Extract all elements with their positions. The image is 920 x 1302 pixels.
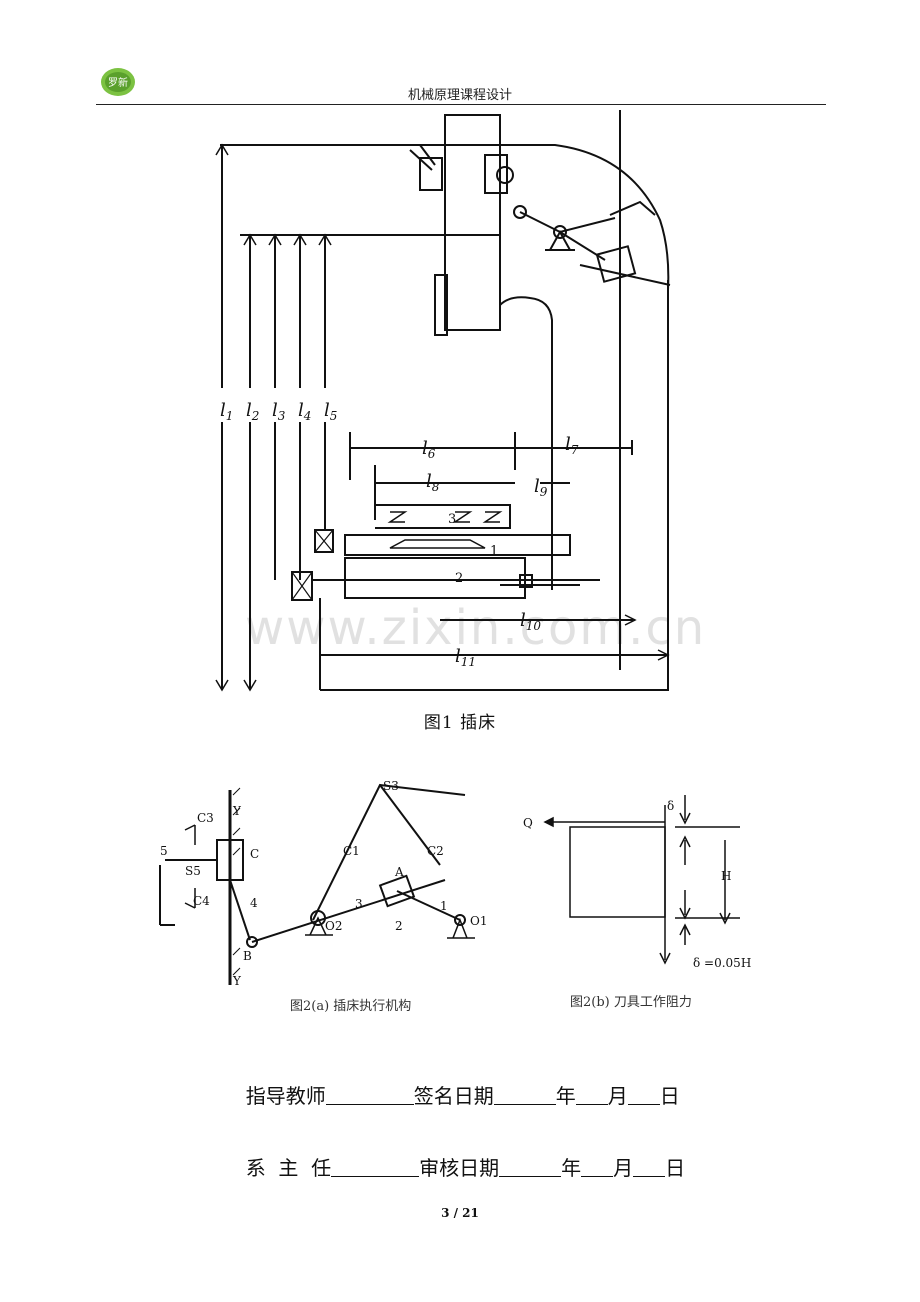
svg-text:3: 3: [355, 897, 363, 911]
header-divider: [96, 104, 826, 105]
svg-text:l7: l7: [565, 434, 579, 457]
svg-text:l4: l4: [298, 400, 311, 423]
figure-2a-caption: 图2(a) 插床执行机构: [290, 999, 412, 1014]
svg-text:Y: Y: [232, 974, 242, 988]
dept-head-blank: [331, 1158, 420, 1177]
signature-row-department-head: 系 主 任 审核日期 年 月 日: [233, 1128, 685, 1181]
svg-text:3: 3: [448, 512, 456, 527]
svg-text:H: H: [721, 869, 731, 883]
logo-text: 罗新: [108, 76, 128, 89]
svg-text:C3: C3: [197, 811, 214, 825]
sign-date-label: 签名日期: [413, 1084, 494, 1108]
svg-text:4: 4: [250, 896, 258, 910]
advisor-label: 指导教师: [245, 1084, 326, 1108]
month-label: 月: [613, 1156, 634, 1180]
svg-text:C: C: [250, 847, 259, 861]
svg-text:l3: l3: [272, 400, 286, 423]
page-number: 3 / 21: [441, 1206, 479, 1220]
figure-2b-cutting-resistance: Q δ H δ =0.05H: [515, 785, 785, 975]
day-label: 日: [659, 1084, 680, 1108]
svg-text:Y: Y: [232, 804, 242, 818]
svg-text:l10: l10: [520, 610, 541, 633]
svg-text:l9: l9: [534, 476, 548, 499]
figure-1-slotting-machine: l1 l2 l3 l4 l5 l6 l7 l8 l9 l10 l11 3 1 2: [200, 110, 700, 710]
figure-1-caption: 图1 插床: [423, 713, 497, 733]
figure-2b-caption: 图2(b) 刀具工作阻力: [570, 995, 692, 1010]
month-label: 月: [607, 1084, 628, 1108]
svg-text:A: A: [394, 865, 404, 879]
svg-text:l6: l6: [422, 438, 436, 461]
svg-text:1: 1: [490, 544, 498, 559]
dept-head-label: 系 主 任: [245, 1156, 332, 1180]
svg-text:δ =0.05H: δ =0.05H: [693, 956, 751, 970]
svg-text:δ: δ: [667, 799, 674, 813]
svg-text:1: 1: [440, 899, 448, 913]
svg-text:l2: l2: [246, 400, 259, 423]
signature-row-advisor: 指导教师 签名日期 年 月 日: [233, 1056, 680, 1109]
svg-text:S5: S5: [185, 864, 201, 878]
figure-2a-mechanism: S3 C1 C2 C3 C4 C S5 5 4 3 2 1 A O1 O2 B …: [155, 770, 515, 995]
svg-text:C4: C4: [193, 894, 210, 908]
svg-text:O1: O1: [470, 914, 487, 928]
svg-text:B: B: [243, 949, 252, 963]
svg-text:C2: C2: [427, 844, 444, 858]
day-label: 日: [665, 1156, 686, 1180]
page-header-title: 机械原理课程设计: [407, 88, 512, 103]
svg-text:S3: S3: [383, 779, 399, 793]
day-blank: [633, 1158, 666, 1177]
logo: 罗新: [100, 66, 136, 98]
month-blank: [581, 1158, 614, 1177]
svg-text:Q: Q: [523, 816, 533, 830]
svg-text:2: 2: [455, 571, 463, 586]
svg-text:C1: C1: [343, 844, 360, 858]
year-label: 年: [555, 1084, 576, 1108]
review-date-label: 审核日期: [419, 1156, 500, 1180]
svg-text:l8: l8: [426, 471, 440, 494]
year-blank: [493, 1086, 556, 1105]
svg-text:O2: O2: [325, 919, 342, 933]
svg-text:l1: l1: [220, 400, 233, 423]
day-blank: [627, 1086, 660, 1105]
watermark: www.zixin.com.cn: [245, 600, 707, 656]
svg-text:l11: l11: [455, 646, 476, 669]
svg-text:5: 5: [160, 844, 168, 858]
year-label: 年: [561, 1156, 582, 1180]
svg-text:l5: l5: [324, 400, 337, 423]
advisor-blank: [325, 1086, 414, 1105]
year-blank: [499, 1158, 562, 1177]
svg-text:2: 2: [395, 919, 403, 933]
month-blank: [575, 1086, 608, 1105]
